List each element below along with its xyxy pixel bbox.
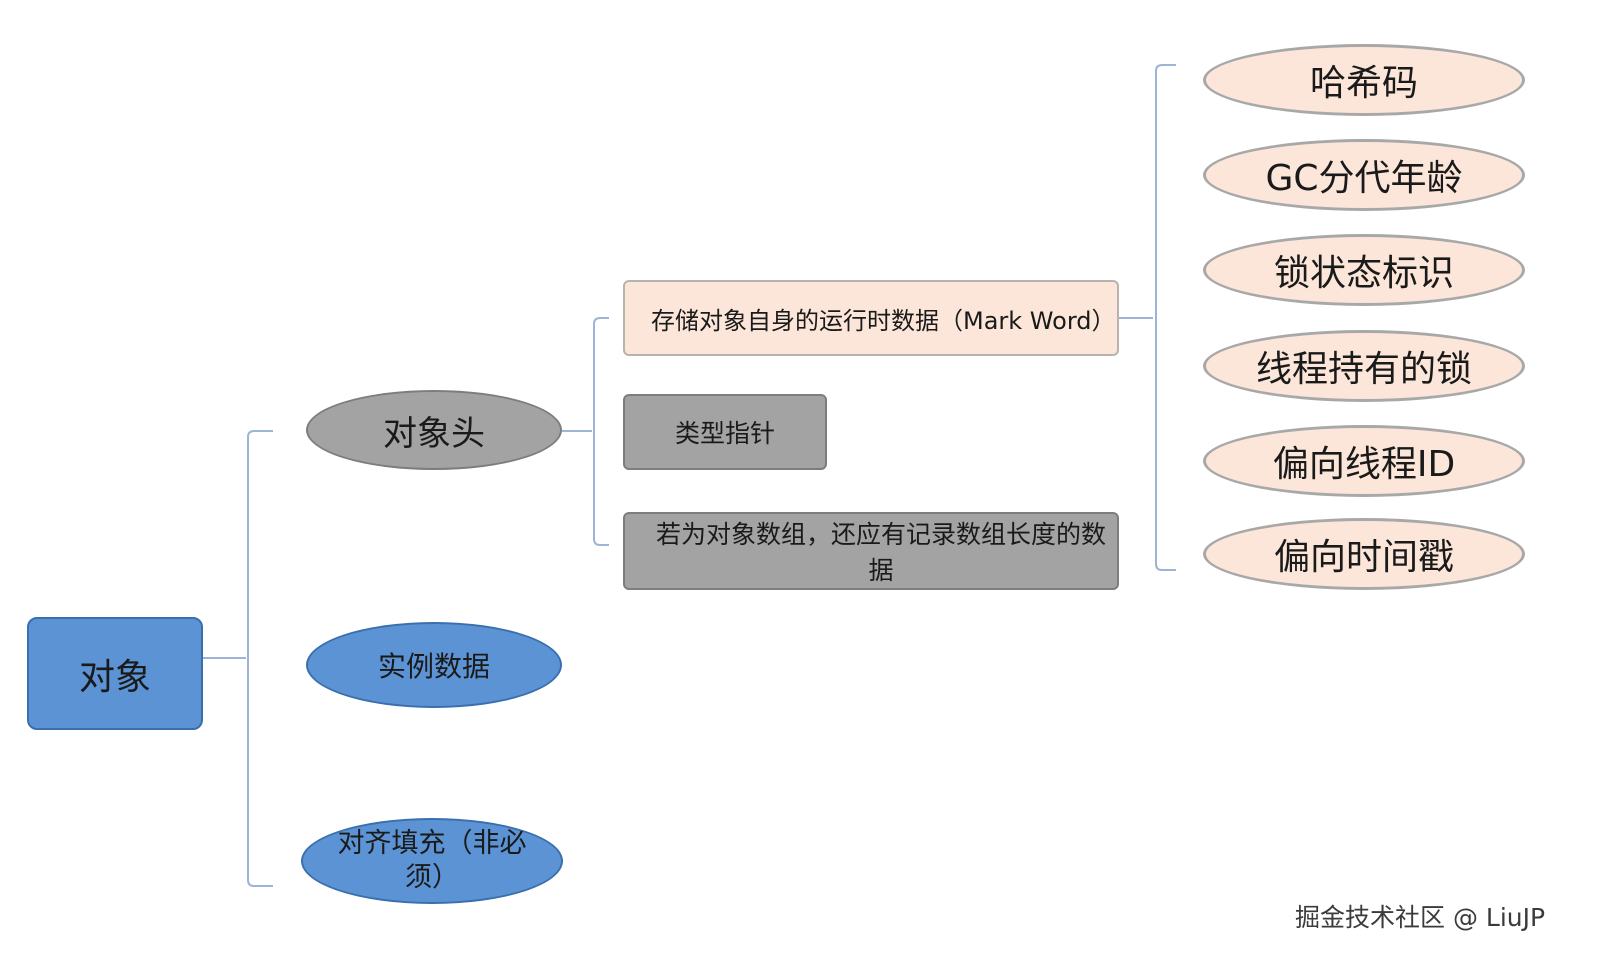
- root-node-object: 对象: [27, 617, 203, 730]
- leaf-thread-lock: 线程持有的锁: [1203, 330, 1525, 402]
- leaf-biased-thread-id: 偏向线程ID: [1203, 425, 1525, 497]
- node-object-header: 对象头: [306, 390, 562, 470]
- leaf-biased-timestamp: 偏向时间戳: [1203, 518, 1525, 590]
- leaf-hash-code: 哈希码: [1203, 44, 1525, 116]
- node-class-pointer: 类型指针: [623, 394, 827, 470]
- node-instance-data: 实例数据: [306, 622, 562, 708]
- leaf-lock-state: 锁状态标识: [1203, 234, 1525, 306]
- node-mark-word: 存储对象自身的运行时数据（Mark Word）: [623, 280, 1119, 356]
- leaf-gc-age: GC分代年龄: [1203, 139, 1525, 211]
- node-array-length: 若为对象数组，还应有记录数组长度的数据: [623, 512, 1119, 590]
- watermark: 掘金技术社区 @ LiuJP: [1295, 903, 1546, 932]
- node-padding: 对齐填充（非必须）: [301, 818, 563, 904]
